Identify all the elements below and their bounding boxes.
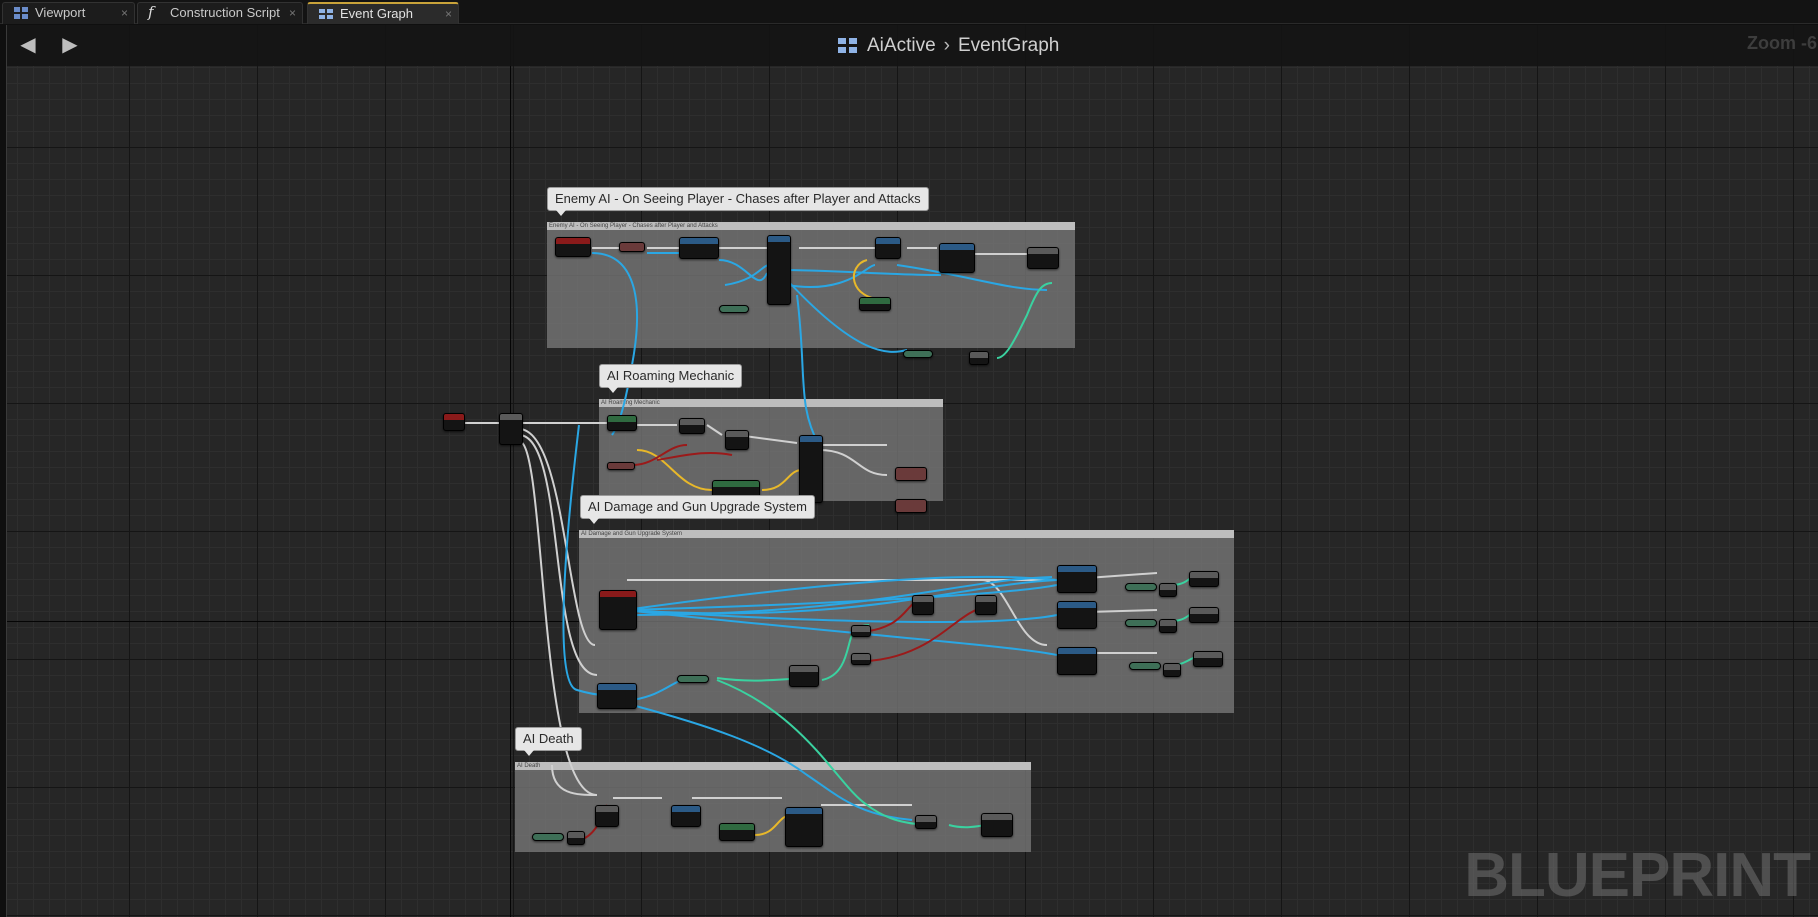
- blueprint-icon: [838, 38, 857, 53]
- event-call-node[interactable]: [895, 467, 927, 481]
- zoom-level: Zoom -6: [1747, 33, 1817, 53]
- function-node[interactable]: [1057, 565, 1097, 593]
- function-node[interactable]: [785, 807, 823, 847]
- function-node[interactable]: [939, 243, 975, 273]
- math-node[interactable]: [789, 665, 819, 687]
- variable-node[interactable]: [1129, 662, 1161, 670]
- variable-node[interactable]: [1125, 619, 1157, 627]
- comment-bubble-ai-death[interactable]: AI Death: [515, 727, 582, 756]
- event-call-node[interactable]: [895, 499, 927, 513]
- setter-node[interactable]: [1189, 571, 1219, 587]
- ai-move-to-node[interactable]: [767, 235, 791, 305]
- breadcrumb-blueprint[interactable]: AiActive: [867, 35, 936, 56]
- variable-node[interactable]: [903, 350, 933, 358]
- branch-node[interactable]: [679, 418, 705, 434]
- variable-node[interactable]: [607, 462, 635, 470]
- origin-axis-vertical: [510, 25, 511, 917]
- breadcrumb: AiActive › EventGraph: [837, 34, 1059, 58]
- setter-node[interactable]: [1193, 651, 1223, 667]
- graph-breadcrumb-bar: ◀ ▶ AiActive › EventGraph Zoom -6: [7, 25, 1818, 66]
- variable-node[interactable]: [532, 833, 564, 841]
- setter-node[interactable]: [1189, 607, 1219, 623]
- ai-move-to-node[interactable]: [799, 435, 823, 503]
- tab-viewport[interactable]: Viewport ×: [2, 2, 135, 24]
- sequence-node[interactable]: [499, 413, 523, 445]
- delay-node[interactable]: [725, 430, 749, 450]
- tab-label: Event Graph: [340, 6, 413, 21]
- tab-label: Viewport: [35, 5, 86, 20]
- comment-bubble-enemy-ai[interactable]: Enemy AI - On Seeing Player - Chases aft…: [547, 187, 929, 216]
- close-icon[interactable]: ×: [288, 6, 296, 20]
- comment-bubble-ai-damage[interactable]: AI Damage and Gun Upgrade System: [580, 495, 815, 524]
- branch-node[interactable]: [595, 805, 619, 827]
- branch-node[interactable]: [912, 595, 934, 615]
- cast-node[interactable]: [619, 242, 645, 252]
- close-icon[interactable]: ×: [120, 6, 128, 20]
- breadcrumb-separator: ›: [943, 35, 950, 56]
- close-icon[interactable]: ×: [444, 7, 452, 21]
- tab-bar: Viewport × f Construction Script × Event…: [0, 0, 1818, 24]
- function-node[interactable]: [1027, 247, 1059, 269]
- function-node[interactable]: [875, 237, 901, 259]
- tab-construction-script[interactable]: f Construction Script ×: [137, 2, 303, 24]
- breadcrumb-graph: EventGraph: [957, 35, 1060, 56]
- variable-node[interactable]: [719, 305, 749, 313]
- variable-node[interactable]: [859, 297, 891, 311]
- blueprint-watermark: BLUEPRINT: [1464, 841, 1811, 910]
- viewport-icon: [14, 7, 28, 19]
- event-any-damage-node[interactable]: [599, 590, 637, 630]
- comment-header-text: AI Roaming Mechanic: [601, 400, 660, 406]
- math-node[interactable]: [1163, 663, 1181, 677]
- forward-arrow-icon[interactable]: ▶: [62, 34, 78, 56]
- comment-bubble-ai-roaming[interactable]: AI Roaming Mechanic: [599, 364, 743, 393]
- function-node[interactable]: [1057, 647, 1097, 675]
- comment-header-text: AI Death: [517, 763, 541, 769]
- function-node[interactable]: [1057, 601, 1097, 629]
- variable-node[interactable]: [1125, 583, 1157, 591]
- event-graph-canvas[interactable]: Enemy AI - On Seeing Player - Chases aft…: [6, 25, 1818, 917]
- function-node[interactable]: [981, 813, 1013, 837]
- variable-node[interactable]: [719, 823, 755, 841]
- event-graph-icon: [319, 9, 333, 19]
- compare-node[interactable]: [851, 625, 871, 637]
- event-begin-play-node[interactable]: [443, 413, 465, 431]
- variable-node[interactable]: [607, 415, 637, 431]
- math-node[interactable]: [1159, 619, 1177, 633]
- function-node[interactable]: [671, 805, 701, 827]
- back-arrow-icon[interactable]: ◀: [20, 34, 36, 56]
- function-icon: f: [148, 3, 154, 21]
- tab-label: Construction Script: [170, 5, 280, 20]
- tab-event-graph[interactable]: Event Graph ×: [307, 2, 459, 24]
- comment-box-ai-roaming[interactable]: AI Roaming Mechanic: [599, 399, 943, 501]
- branch-node[interactable]: [975, 595, 997, 615]
- math-node[interactable]: [915, 815, 937, 829]
- variable-node[interactable]: [677, 675, 709, 683]
- math-node[interactable]: [1159, 583, 1177, 597]
- function-node[interactable]: [679, 237, 719, 259]
- comment-header-text: Enemy AI - On Seeing Player - Chases aft…: [549, 223, 718, 229]
- event-node[interactable]: [555, 237, 591, 257]
- compare-node[interactable]: [567, 831, 585, 845]
- function-node[interactable]: [597, 683, 637, 709]
- compare-node[interactable]: [851, 653, 871, 665]
- math-node[interactable]: [969, 351, 989, 365]
- comment-header-text: AI Damage and Gun Upgrade System: [581, 531, 683, 537]
